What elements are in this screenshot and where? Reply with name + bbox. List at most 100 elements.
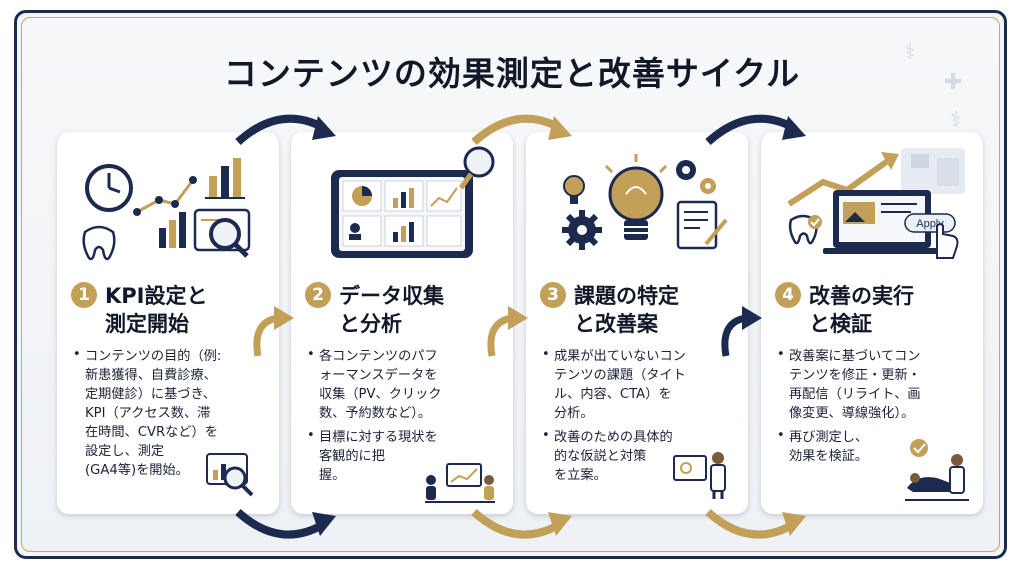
dentist-patient-icon [905,439,969,501]
bullet-line: ル、内容、CTA）を [554,387,672,402]
gear-icon [562,210,602,250]
page-title: コンテンツの効果測定と改善サイクル [223,54,801,93]
bullet-item: • 成果が出ていないコン テンツの課題（タイト ル、内容、CTA）を 分析。 [542,347,738,423]
step-2-heading: 2 データ収集 と分析 [305,280,505,336]
bullet-line: 設定し、測定 [85,444,165,459]
gear-small-icon [676,160,716,194]
bullet-line: 各コンテンツのパフ [319,349,438,364]
rising-arrow-icon [787,152,899,207]
bullet-dot-icon: • [542,347,550,362]
clock-icon [85,164,133,212]
laptop-icon [823,190,941,254]
bullet-line: ォーマンスデータを [319,368,438,383]
step-4-bullets: • 改善案に基づいてコン テンツを修正・更新・ 再配信（リライト、画 像変更、導… [777,347,973,471]
step-title-line1: 課題の特定 [574,284,679,308]
bullet-line: (GA4等)を開始。 [85,463,189,478]
step-3-illustration [562,154,728,250]
step-number-badge: 4 [775,282,801,308]
bullet-line: 再び測定し、 [789,430,869,445]
step-title-line1: KPI設定と [105,284,208,308]
dentist-whiteboard-icon [673,452,726,499]
medical-kit-icon: ✚ [944,70,963,95]
step-title-line1: 改善の実行 [809,284,914,308]
step-card-2: 2 データ収集 と分析 • 各コンテンツのパフ ォーマンスデータを 収集（PV、… [291,132,513,514]
bullet-line: 改善案に基づいてコン [789,349,921,364]
bar-chart-small-icon [159,212,186,248]
caduceus-icon: ⚕ [950,108,962,133]
step-title-line2: 測定開始 [105,312,189,336]
apply-button-icon: Apply [904,213,956,233]
cycle-arrow-top-3-4 [705,114,806,145]
step-1-heading: 1 KPI設定と 測定開始 [71,280,271,336]
step-card-1: 1 KPI設定と 測定開始 • コンテンツの目的（例: 新患獲得、自費診療、 定… [57,132,279,514]
step-title-line2: と分析 [339,312,402,336]
magnifier-icon [458,146,495,190]
bullet-line: 客観的に把 [319,449,385,464]
clinic-room-icon [901,148,965,194]
step-4-heading: 4 改善の実行 と検証 [775,280,975,336]
step-2-bullets: • 各コンテンツのパフ ォーマンスデータを 収集（PV、クリック 数、予約数など… [307,347,503,490]
bullet-item: • 改善案に基づいてコン テンツを修正・更新・ 再配信（リライト、画 像変更、導… [777,347,973,423]
magnifier-icon [209,218,249,258]
bullet-line: コンテンツの目的（例: [85,349,222,364]
bullet-item: • 目標に対する現状を 客観的に把 握。 [307,428,503,485]
bullet-line: 定期健診）に基づき、 [85,387,216,402]
bullet-line: 目標に対する現状を [319,430,438,445]
cycle-arrow-mid-4 [721,306,762,357]
bullet-item: • 各コンテンツのパフ ォーマンスデータを 収集（PV、クリック 数、予約数など… [307,347,503,423]
bullet-line: 握。 [319,468,346,483]
pie-chart-icon [352,186,372,206]
bullet-dot-icon: • [777,428,785,443]
bullet-line: 改善のための具体的 [554,430,673,445]
cycle-arrow-bottom-2-3 [471,509,572,539]
bullet-line: テンツを修正・更新・ [789,368,921,383]
bullet-line: 新患獲得、自費診療、 [85,368,217,383]
cycle-arrow-bottom-1-2 [235,509,336,539]
bar-chart-icon [205,158,245,199]
document-pen-icon [676,200,728,250]
tablet-dashboard-icon [331,170,473,258]
bullet-dot-icon: • [307,428,315,443]
tooth-icon [82,225,116,261]
bullet-line: KPI（アクセス数、滞 [85,406,211,421]
step-title-line2: と検証 [809,312,872,336]
step-1-illustration [82,158,251,261]
meeting-people-icon [425,463,495,503]
lightbulb-small-icon [563,175,585,204]
bullet-line: 成果が出ていないコン [554,349,686,364]
bullet-dot-icon: • [307,347,315,362]
cycle-arrow-top-2-3 [471,114,572,145]
tooth-check-icon [788,214,822,245]
bullet-item: • 改善のための具体的 的な仮説と対策 を立案。 [542,428,738,485]
cycle-arrow-mid-2 [253,306,294,357]
step-card-4: Apply 4 改善の実行 と検証 • 改善案に基づいてコン テンツを修正・更新… [761,132,983,514]
bullet-line: 像変更、導線強化）。 [789,406,915,421]
bullet-line: 数、予約数など）。 [319,406,432,421]
bullet-line: 再配信（リライト、画 [789,387,921,402]
hand-cursor-icon [936,223,959,259]
bullet-line: 分析。 [554,406,594,421]
step-title-line1: データ収集 [339,284,444,308]
cycle-arrow-bottom-3-4 [705,509,806,539]
bullet-dot-icon: • [542,428,550,443]
step-4-illustration: Apply [787,148,965,259]
step-number-badge: 3 [540,282,566,308]
cycle-arrow-mid-3 [487,306,528,357]
bullet-line: を立案。 [554,468,607,483]
bullet-dot-icon: • [777,347,785,362]
bullet-dot-icon: • [73,347,81,362]
step-title-line2: と改善案 [574,312,658,336]
bullet-item: • 再び測定し、 効果を検証。 [777,428,973,466]
bullet-line: 収集（PV、クリック [319,387,442,402]
step-3-heading: 3 課題の特定 と改善案 [540,280,740,336]
step-card-3: 3 課題の特定 と改善案 • 成果が出ていないコン テンツの課題（タイト ル、内… [526,132,748,514]
bullet-line: 的な仮説と対策 [554,449,647,464]
cycle-arrow-top-1-2 [235,114,336,145]
step-number-badge: 1 [71,282,97,308]
step-number-badge: 2 [305,282,331,308]
step-3-bullets: • 成果が出ていないコン テンツの課題（タイト ル、内容、CTA）を 分析。 •… [542,347,738,490]
line-chart-icon [133,176,197,216]
bullet-line: テンツの課題（タイト [554,368,686,383]
bullet-line: 在時間、CVRなど）を [85,425,218,440]
bullet-line: 効果を検証。 [789,449,869,464]
